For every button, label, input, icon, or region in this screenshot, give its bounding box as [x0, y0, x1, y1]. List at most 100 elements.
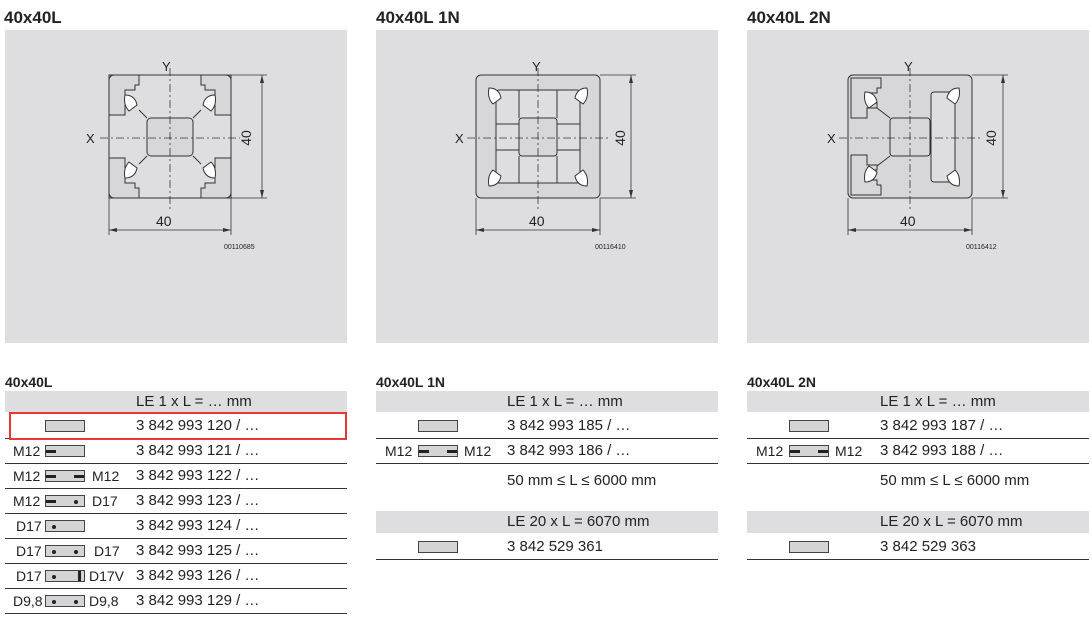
table-row[interactable]: D17 D17V 3 842 993 126 / …: [5, 564, 347, 589]
part-number: 3 842 529 361: [507, 538, 603, 555]
profile-bar-icon: [45, 570, 85, 582]
table-row[interactable]: 3 842 993 185 / …: [376, 414, 718, 439]
part-number: 3 842 993 122 / …: [136, 467, 260, 484]
table-header-label: LE 20 x L = 6070 mm: [507, 513, 650, 530]
left-end-label: D17: [16, 543, 42, 559]
selected-row-highlight: [9, 412, 347, 440]
profile-bar-icon: [45, 595, 85, 607]
part-number: 3 842 993 120 / …: [136, 417, 260, 434]
part-number: 3 842 529 363: [880, 538, 976, 555]
table-header: LE 1 x L = … mm: [376, 391, 718, 412]
dimension-height-label: 40: [982, 130, 999, 146]
profile-title: 40x40L: [4, 8, 62, 27]
left-end-label: D9,8: [13, 593, 43, 609]
dimension-height-label: 40: [611, 130, 628, 146]
table-header-label: LE 1 x L = … mm: [136, 393, 252, 410]
profile-drawing-panel: 40 40 X Y 00116410: [376, 30, 718, 343]
axis-y-label: Y: [904, 59, 913, 74]
part-number: 3 842 993 124 / …: [136, 517, 260, 534]
profile-drawing-panel: 40 40 X Y 00116412: [747, 30, 1089, 343]
profile-bar-icon: [789, 541, 829, 553]
profile-cross-section-drawing: [100, 68, 267, 235]
left-end-label: M12: [385, 443, 413, 459]
left-end-label: M12: [13, 468, 41, 484]
length-range-row: 50 mm ≤ L ≤ 6000 mm: [747, 469, 1089, 493]
part-number: 3 842 993 123 / …: [136, 492, 260, 509]
profile-bar-icon: [789, 420, 829, 432]
part-number: 3 842 993 129 / …: [136, 592, 260, 609]
table-header-label: LE 1 x L = … mm: [880, 393, 996, 410]
drawing-number: 00110685: [224, 244, 255, 251]
length-range-row: 50 mm ≤ L ≤ 6000 mm: [376, 469, 718, 493]
table-row[interactable]: M12 M12 3 842 993 186 / …: [376, 439, 718, 464]
table-row[interactable]: M12 M12 3 842 993 188 / …: [747, 439, 1089, 464]
table-row[interactable]: D9,8 D9,8 3 842 993 129 / …: [5, 589, 347, 614]
left-end-label: M12: [13, 493, 41, 509]
right-end-label: D17: [94, 543, 120, 559]
left-end-label: D17: [16, 568, 42, 584]
profile-bar-icon: [45, 445, 85, 457]
part-number: 3 842 993 125 / …: [136, 542, 260, 559]
table-row[interactable]: M12 M12 3 842 993 122 / …: [5, 464, 347, 489]
dimension-height-label: 40: [237, 130, 254, 146]
part-number: 3 842 993 185 / …: [507, 417, 631, 434]
table-header: LE 1 x L = … mm: [747, 391, 1089, 412]
part-number: 3 842 993 186 / …: [507, 442, 631, 459]
table-row[interactable]: 3 842 993 187 / …: [747, 414, 1089, 439]
length-range: 50 mm ≤ L ≤ 6000 mm: [507, 472, 657, 489]
table-row[interactable]: M12 3 842 993 121 / …: [5, 439, 347, 464]
part-number: 3 842 993 188 / …: [880, 442, 1004, 459]
axis-x-label: X: [455, 131, 464, 146]
table-row[interactable]: 3 842 529 363: [747, 535, 1089, 560]
right-end-label: M12: [92, 468, 120, 484]
profile-drawing-panel: 40 40 X Y 00110685: [5, 30, 347, 343]
drawing-number: 00116412: [966, 244, 997, 251]
profile-bar-icon: [418, 420, 458, 432]
dimension-width-label: 40: [900, 213, 916, 229]
table-header-label: LE 1 x L = … mm: [507, 393, 623, 410]
axis-x-label: X: [827, 131, 836, 146]
table-header-label: LE 20 x L = 6070 mm: [880, 513, 1023, 530]
table-title: 40x40L 1N: [376, 374, 446, 390]
left-end-label: M12: [13, 443, 41, 459]
profile-title: 40x40L 2N: [747, 8, 831, 27]
profile-bar-icon: [418, 445, 458, 457]
profile-bar-icon: [45, 520, 85, 532]
axis-x-label: X: [86, 131, 95, 146]
profile-bar-icon: [789, 445, 829, 457]
axis-y-label: Y: [532, 59, 541, 74]
right-end-label: D9,8: [89, 593, 119, 609]
profile-bar-icon: [418, 541, 458, 553]
table-header: LE 20 x L = 6070 mm: [747, 511, 1089, 533]
axis-y-label: Y: [162, 59, 171, 74]
table-header: LE 1 x L = … mm: [5, 391, 347, 412]
table-row[interactable]: 3 842 993 120 / …: [5, 414, 347, 439]
table-title: 40x40L 2N: [747, 374, 817, 390]
profile-title: 40x40L 1N: [376, 8, 460, 27]
right-end-label: M12: [464, 443, 492, 459]
profile-bar-icon: [45, 420, 85, 432]
table-header: LE 20 x L = 6070 mm: [376, 511, 718, 533]
part-number: 3 842 993 187 / …: [880, 417, 1004, 434]
table-row[interactable]: D17 D17 3 842 993 125 / …: [5, 539, 347, 564]
left-end-label: M12: [756, 443, 784, 459]
profile-bar-icon: [45, 470, 85, 482]
table-row[interactable]: D17 3 842 993 124 / …: [5, 514, 347, 539]
part-number: 3 842 993 121 / …: [136, 442, 260, 459]
right-end-label: D17: [92, 493, 118, 509]
profile-cross-section-drawing: [839, 68, 1008, 235]
table-row[interactable]: 3 842 529 361: [376, 535, 718, 560]
profile-cross-section-drawing: [467, 68, 636, 235]
profile-bar-icon: [45, 495, 85, 507]
part-number: 3 842 993 126 / …: [136, 567, 260, 584]
table-title: 40x40L: [5, 374, 53, 390]
right-end-label: M12: [835, 443, 863, 459]
drawing-number: 00116410: [595, 244, 626, 251]
dimension-width-label: 40: [156, 213, 172, 229]
right-end-label: D17V: [89, 568, 125, 584]
dimension-width-label: 40: [529, 213, 545, 229]
profile-bar-icon: [45, 545, 85, 557]
length-range: 50 mm ≤ L ≤ 6000 mm: [880, 472, 1030, 489]
table-row[interactable]: M12 D17 3 842 993 123 / …: [5, 489, 347, 514]
left-end-label: D17: [16, 518, 42, 534]
